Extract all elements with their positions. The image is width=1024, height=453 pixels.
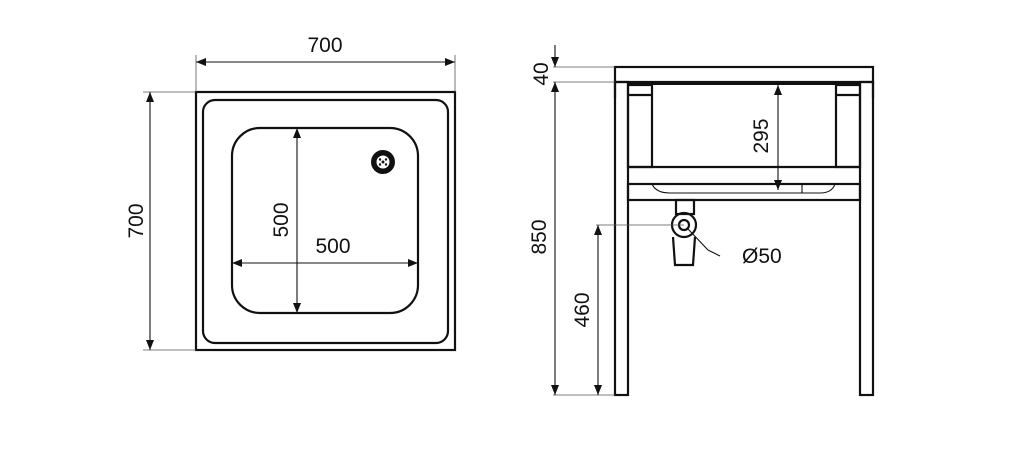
side-view: 40 850 460 295 Ø50 xyxy=(528,45,875,397)
height-label: 850 xyxy=(528,219,551,254)
dimension-width: 700 xyxy=(195,34,456,92)
dimension-bowl-depth-side: 295 xyxy=(750,85,782,190)
legs xyxy=(613,80,875,397)
dimension-drain-height: 460 xyxy=(571,224,684,395)
slab-thickness-label: 40 xyxy=(530,62,553,85)
top-slab xyxy=(613,65,875,84)
sink-rim xyxy=(201,98,450,345)
lower-rail xyxy=(626,182,862,202)
dimension-drain-diameter: Ø50 xyxy=(687,228,782,268)
bowl-depth-side-label: 295 xyxy=(750,118,773,153)
dimension-height: 850 xyxy=(528,82,615,396)
dimension-bowl-depth: 500 xyxy=(270,128,301,313)
bowl-width-label: 500 xyxy=(315,235,350,258)
drain-trap-icon xyxy=(670,198,698,267)
sink-outline xyxy=(194,90,457,352)
dimension-depth: 700 xyxy=(125,91,196,351)
bowl-depth-label: 500 xyxy=(270,202,293,237)
sink-bowl xyxy=(230,126,420,315)
top-view: 700 700 500 500 xyxy=(125,34,457,352)
dimension-slab: 40 xyxy=(530,45,615,86)
drain-height-label: 460 xyxy=(571,292,594,327)
depth-label: 700 xyxy=(125,203,148,238)
bowl-box xyxy=(626,83,862,169)
width-label: 700 xyxy=(307,34,342,57)
drain-diameter-label: Ø50 xyxy=(742,245,782,268)
drain-icon xyxy=(371,150,395,174)
dimension-bowl-width: 500 xyxy=(232,235,418,267)
